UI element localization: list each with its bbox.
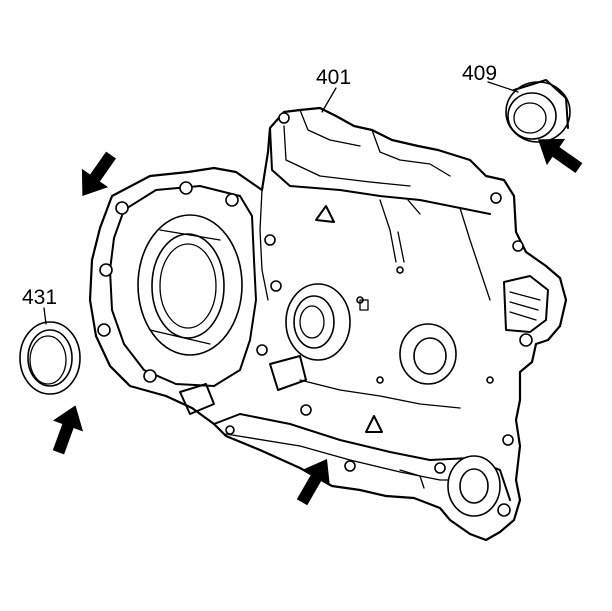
callout-401: 401 <box>316 66 351 89</box>
seal-409 <box>505 79 571 143</box>
bolt-holes <box>97 112 533 517</box>
input-bore <box>137 214 243 356</box>
arrow-left-bottom <box>52 405 84 455</box>
arrow-right-seal <box>537 138 583 173</box>
leader-line-401 <box>321 87 337 113</box>
arrow-top-left <box>81 151 116 197</box>
case-details <box>315 199 425 489</box>
center-bore <box>285 283 351 361</box>
arrow-bottom-center <box>296 458 330 506</box>
callout-431: 431 <box>22 286 57 309</box>
seal-431 <box>19 321 81 395</box>
lower-bore <box>447 455 501 517</box>
callout-409: 409 <box>462 62 497 85</box>
leader-line-409 <box>487 81 519 93</box>
output-bore <box>399 323 457 385</box>
leader-line-431 <box>43 307 47 325</box>
